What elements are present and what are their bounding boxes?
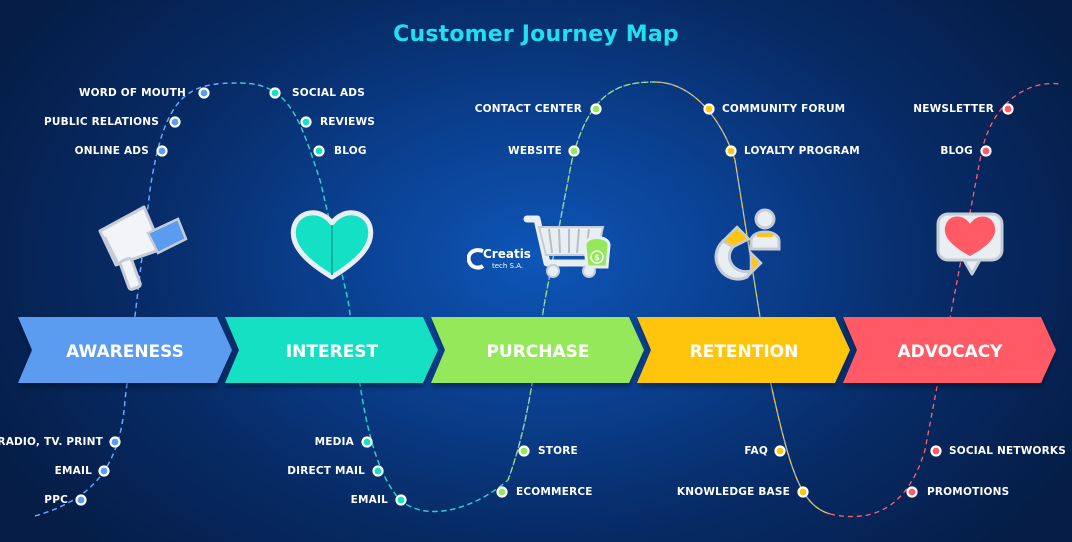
page-title: Customer Journey Map (393, 22, 679, 47)
touchpoint-dot (372, 465, 384, 477)
touchpoint-label: LOYALTY PROGRAM (744, 145, 860, 157)
touchpoint-dot (1002, 103, 1014, 115)
touchpoint-dot (906, 486, 918, 498)
touchpoint-dot (725, 145, 737, 157)
touchpoint-label: FAQ (744, 445, 768, 457)
touchpoint-dot (496, 486, 508, 498)
touchpoint-dot (109, 436, 121, 448)
touchpoint-dot (156, 145, 168, 157)
touchpoint-label: EMAIL (54, 465, 92, 477)
touchpoint-label: PROMOTIONS (927, 486, 1010, 498)
touchpoint-dot (568, 145, 580, 157)
touchpoint-dot (797, 486, 809, 498)
touchpoint-label: KNOWLEDGE BASE (676, 486, 790, 498)
stage-retention[interactable]: RETENTION (637, 317, 850, 383)
touchpoint-label: ONLINE ADS (74, 145, 149, 157)
touchpoint-dot (361, 436, 373, 448)
megaphone-icon (98, 205, 188, 291)
journey-path-colors (34, 81, 831, 517)
touchpoint-label: WORD OF MOUTH (78, 87, 186, 99)
touchpoint-label: MEDIA (314, 436, 354, 448)
touchpoint-label: PPC (44, 494, 68, 506)
touchpoint-dot (75, 494, 87, 506)
touchpoint-dot (590, 103, 602, 115)
touchpoint-label: BLOG (940, 145, 973, 157)
stage-interest[interactable]: INTEREST (225, 317, 438, 383)
stage-label: INTEREST (286, 342, 379, 362)
brand-logo: Creatis tech S.A. (467, 246, 531, 286)
heart-speech-bubble-icon (936, 212, 1004, 276)
stage-label: RETENTION (690, 342, 799, 362)
stage-advocacy[interactable]: ADVOCACY (843, 317, 1056, 383)
stage-arrows: AWARENESS INTEREST PURCHASE RETENTION AD… (18, 317, 1056, 383)
stage-purchase[interactable]: PURCHASE (431, 317, 644, 383)
stage-awareness[interactable]: AWARENESS (18, 317, 232, 383)
touchpoint-label: STORE (538, 445, 578, 457)
heart-icon (290, 210, 374, 280)
touchpoint-label: COMMUNITY FORUM (722, 103, 846, 115)
logo-mark-icon (467, 248, 485, 270)
touchpoint-dot (703, 103, 715, 115)
touchpoint-label: ECOMMERCE (516, 486, 593, 498)
touchpoint-label: NEWSLETTER (913, 103, 994, 115)
touchpoint-label: SOCIAL ADS (292, 87, 365, 99)
touchpoint-label: CONTACT CENTER (474, 103, 582, 115)
touchpoint-dot (313, 145, 325, 157)
touchpoint-label: SOCIAL NETWORKS (949, 445, 1066, 457)
shopping-cart-icon: $ (523, 215, 611, 278)
stage-label: AWARENESS (66, 342, 184, 362)
touchpoint-dot (774, 445, 786, 457)
stage-label: PURCHASE (486, 342, 589, 362)
touchpoint-dot (518, 445, 530, 457)
magnet-user-icon (714, 208, 781, 281)
logo-brand: Creatis (483, 247, 531, 261)
touchpoint-dot (198, 87, 210, 99)
touchpoint-dot (395, 494, 407, 506)
touchpoint-label: BLOG (334, 145, 367, 157)
touchpoint-dots (75, 87, 1014, 506)
touchpoint-label: WEBSITE (508, 145, 562, 157)
touchpoint-dot (300, 116, 312, 128)
touchpoint-label: EMAIL (350, 494, 388, 506)
touchpoint-label: PUBLIC RELATIONS (44, 116, 159, 128)
touchpoint-label: DIRECT MAIL (287, 465, 365, 477)
touchpoint-dot (169, 116, 181, 128)
touchpoint-dot (269, 87, 281, 99)
touchpoint-dot (98, 465, 110, 477)
touchpoint-dot (980, 145, 992, 157)
logo-subtitle: tech S.A. (492, 262, 524, 270)
touchpoint-label: RADIO, TV. PRINT (0, 436, 103, 448)
touchpoint-label: REVIEWS (320, 116, 376, 128)
touchpoint-dot (930, 445, 942, 457)
stage-label: ADVOCACY (898, 342, 1004, 362)
svg-text:$: $ (594, 253, 600, 262)
